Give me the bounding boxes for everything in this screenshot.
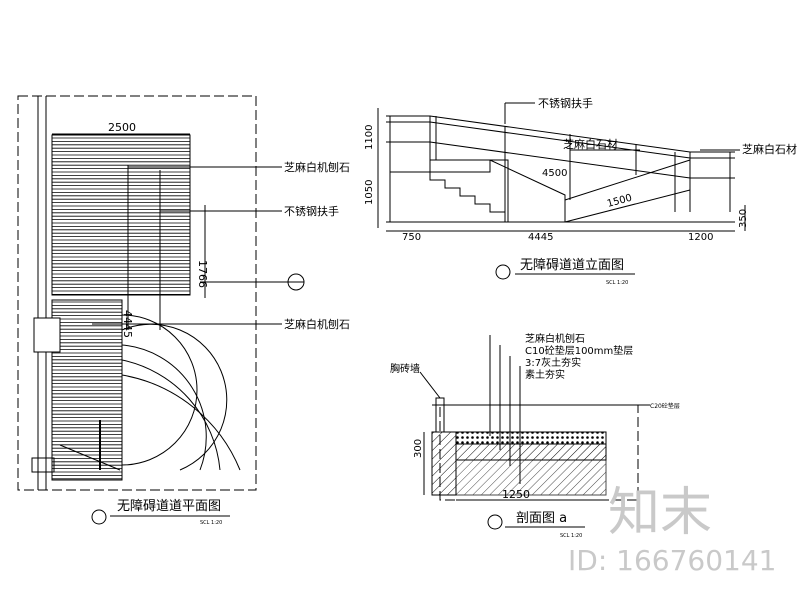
section-label-right: C20砼垫层	[650, 402, 680, 410]
elevation-title: 无障碍道道立面图	[520, 258, 624, 273]
plan-column	[33, 317, 61, 353]
plan-scale: SCL 1:20	[200, 520, 222, 526]
plan-label-handrail: 不锈钢扶手	[284, 204, 339, 218]
elev-dim-1200: 1200	[688, 232, 713, 243]
elevation-view: 1100 1050 750 4445 1200 350 4500 1500 不锈…	[364, 96, 797, 286]
plan-dim-width: 2500	[108, 121, 136, 134]
elevation-scale: SCL 1:20	[606, 280, 628, 286]
curb-wall	[431, 431, 457, 496]
plan-label-bottom: 芝麻白机刨石	[284, 317, 350, 331]
stair-block	[429, 159, 491, 173]
section-note: 3:7灰土夯实	[525, 356, 581, 369]
stair-profile	[389, 171, 506, 222]
section-scale: SCL 1:20	[560, 533, 582, 539]
title-bubble-icon	[91, 509, 107, 525]
watermark-brand: 知末	[608, 483, 712, 543]
elev-label-stone-top: 芝麻白石材	[563, 137, 618, 151]
section-title: 剖面图 a	[516, 511, 567, 526]
plan-label-top: 芝麻白机刨石	[284, 160, 350, 174]
plan-dashed-frame	[17, 95, 257, 491]
leader-line	[419, 371, 441, 399]
elev-dim-1050: 1050	[364, 180, 375, 205]
paving-layer	[455, 431, 607, 445]
elev-dim-4500: 4500	[542, 168, 567, 179]
elev-dim-4445: 4445	[528, 232, 553, 243]
ramp-slope	[564, 189, 691, 223]
elev-dim-1100: 1100	[364, 125, 375, 150]
elev-dim-1500: 1500	[606, 193, 633, 210]
plan-title: 无障碍道道平面图	[117, 499, 221, 514]
elev-label-handrail: 不锈钢扶手	[538, 96, 593, 110]
title-bubble-icon	[495, 264, 511, 280]
elevation-handrail	[386, 115, 735, 212]
plan-view: 2500 1766 4445 芝麻白机刨石 不锈钢扶手 芝麻白机刨石 无障碍道道…	[17, 95, 350, 526]
section-view: 300 1250 芝麻白机刨石 C10砼垫层100mm垫层 3:7灰土夯实 素土…	[390, 332, 680, 539]
soil-layer	[455, 459, 607, 496]
watermark-id: ID: 166760141	[568, 544, 776, 577]
plan-arc-lines	[59, 314, 241, 471]
ramp-slope	[564, 159, 691, 201]
section-note: 素土夯实	[525, 368, 565, 381]
section-note: C10砼垫层100mm垫层	[525, 344, 633, 357]
plan-stone-stripes	[52, 137, 190, 480]
concrete-layer	[455, 443, 607, 461]
section-label-curb: 胸砖墙	[390, 362, 420, 375]
plan-base-block	[31, 457, 55, 473]
elev-dim-350: 350	[738, 209, 749, 228]
watermark: 知末 ID: 166760141	[568, 483, 776, 577]
section-dim-1250: 1250	[502, 488, 530, 501]
elev-label-stone-right: 芝麻白石材	[742, 142, 797, 156]
plan-ramp-outline	[51, 134, 191, 296]
section-note: 芝麻白机刨石	[525, 332, 585, 345]
plan-dim-run: 1766	[196, 260, 209, 288]
section-dim-300: 300	[413, 439, 424, 458]
elev-dim-750: 750	[402, 232, 421, 243]
title-bubble-icon	[487, 514, 503, 530]
